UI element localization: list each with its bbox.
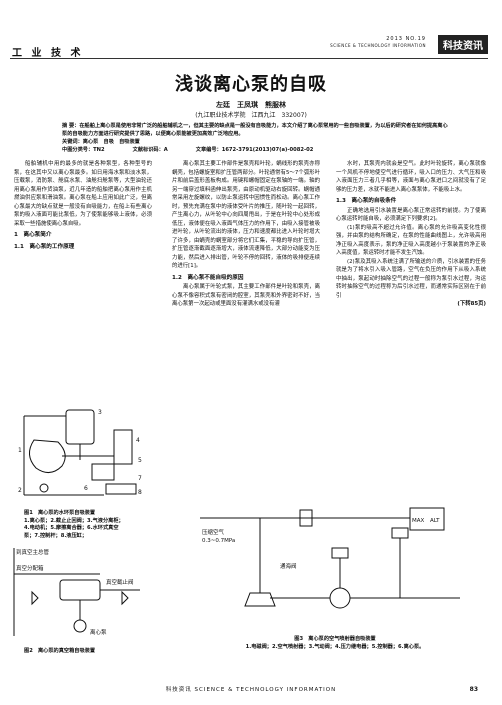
pressure-relay — [391, 527, 409, 539]
hydraulic-cylinder — [105, 483, 137, 495]
fig3-caption-title: 图3 离心泵的空气喷射器自吸装置 — [294, 636, 376, 642]
figure-2-diagram: 到真空主总管 真空分配箱 真空截止阀 离心泵 — [13, 548, 140, 636]
fig1-label-5: 5 — [138, 457, 142, 464]
abstract-text: 摘 要：在船舶上离心泵是使用非常广泛的船舶辅机之一，但其主要的缺点是一般没有自吸… — [62, 123, 448, 137]
controller — [409, 507, 445, 531]
fig2-label-main: 到真空主总管 — [16, 548, 50, 556]
article-number: 文章编号：1672-3791(2013)07(a)-0082-02 — [195, 147, 314, 153]
fig1-label-4: 4 — [136, 437, 140, 444]
fig2-label-valve: 真空截止阀 — [106, 578, 134, 586]
col3-paragraph-2: 正确地选用引水装置是离心泵正常运转的前提。为了使离心泵运转时能自吸，必须满足下列… — [336, 207, 486, 223]
abstract: 摘 要：在船舶上离心泵是使用非常广泛的船舶辅机之一，但其主要的缺点是一般没有自吸… — [62, 122, 450, 146]
continued-note: (下转85页) — [457, 301, 486, 307]
issue-number: 2013 NO.19 — [386, 36, 426, 42]
journal-badge: 科技资讯 — [438, 35, 488, 54]
page-footer: 科技资讯 SCIENCE & TECHNOLOGY INFORMATION — [165, 687, 337, 693]
fig3-label-air: 压缩空气 — [202, 528, 225, 536]
vacuum-tank — [59, 579, 101, 601]
page-number: 83 — [469, 686, 478, 693]
fig3-label-alt: ALT — [430, 518, 440, 524]
fig1-caption-title: 图1 离心泵的水环泵自吸装置 — [24, 510, 96, 516]
figure-1-caption: 图1 离心泵的水环泵自吸装置 1.离心泵；2.截止止回阀；3.气液分离柜； 4.… — [24, 510, 154, 540]
fig1-label-6: 6 — [84, 485, 88, 492]
centrifugal-pump — [329, 587, 351, 609]
figure-3-caption: 图3 离心泵的空气喷射器自吸装置 1.电磁阀；2.空气喷射器；3.气动阀；4.压… — [200, 636, 470, 651]
figure-3-diagram: 压缩空气 0.3~0.7MPa 通海阀 MAX ALT — [200, 507, 460, 609]
fig1-legend-2: 4.电动机；5.摩擦离合器；6.水环式真空 — [24, 525, 119, 531]
fig2-label-pump: 离心泵 — [90, 628, 107, 636]
col3-paragraph-4: (2)泵及其吸入系统注满了所输送的介质，引水装置的任务就是为了将水引入吸入管路，… — [336, 258, 486, 299]
fig1-label-1: 1 — [18, 447, 22, 454]
fig1-legend-1: 1.离心泵；2.截止止回阀；3.气液分离柜； — [24, 517, 124, 524]
fig3-label-pressure: 0.3~0.7MPa — [202, 538, 235, 544]
section-heading-1-1: 1.1 离心泵的工作原理 — [14, 243, 75, 250]
air-ejector — [244, 592, 276, 607]
solenoid-valve — [299, 509, 313, 527]
article-title: 浅谈离心泵的自吸 — [175, 74, 327, 95]
doc-code: 文献标识码：A — [132, 147, 168, 153]
fig2-label-box: 真空分配箱 — [16, 564, 44, 572]
journal-name-en: SCIENCE & TECHNOLOGY INFORMATION — [330, 43, 426, 48]
clc-number: 中图分类号：TN2 — [62, 147, 105, 153]
col2-paragraph-2: 离心泵属于叶轮式泵，其主要工作部件是叶轮和泵壳，离心泵不像容积式泵有密闭的腔室，… — [172, 284, 320, 307]
column-1: 船舶辅机中用的最多的就是各种泵型，各种型号的泵，在这其中又以离心泵最多。如日用海… — [14, 160, 152, 252]
fig1-label-2: 2 — [18, 487, 22, 494]
fig3-label-max: MAX — [412, 518, 425, 524]
fig3-legend: 1.电磁阀；2.空气喷射器；3.气动阀；4.压力继电器；5.控制器；6.离心泵。 — [245, 643, 425, 650]
affiliation: (九江职业技术学院 江西九江 332007) — [195, 112, 307, 119]
vacuum-pump — [91, 463, 115, 481]
fig1-label-7: 7 — [138, 475, 142, 482]
keywords: 关键词：离心泵 自吸 自吸装置 — [62, 139, 140, 145]
section-label: 工 业 技 术 — [12, 48, 84, 59]
column-3: 水时，其泵壳内就会是空气。此时叶轮旋转，离心泵就像一个风机不停地使空气进行循环，… — [336, 160, 486, 309]
figure-1-diagram: 1 2 3 4 5 6 7 8 — [18, 409, 142, 496]
pneumatic-valve — [331, 547, 349, 559]
intro-paragraph: 船舶辅机中用的最多的就是各种泵型，各种型号的泵，在这其中又以离心泵最多。如日用海… — [14, 161, 152, 227]
pump-body — [29, 439, 66, 473]
journal-header: 科技资讯 2013 NO.19 SCIENCE & TECHNOLOGY INF… — [330, 35, 488, 57]
section-heading-1-2: 1.2 离心泵不能自吸的原因 — [172, 274, 244, 281]
col3-paragraph-1: 水时，其泵壳内就会是空气。此时叶轮旋转，离心泵就像一个风机不停地使空气进行循环，… — [336, 161, 486, 193]
article-meta: 中图分类号：TN2 文献标识码：A 文章编号：1672-3791(2013)07… — [62, 146, 462, 153]
centrifugal-pump-symbol — [73, 619, 87, 633]
column-2: 离心泵其主要工作部件是泵壳和叶轮，蜗线形的泵壳亦称蜗壳，包括螺旋室和扩压管两部分… — [172, 160, 320, 309]
header-rule — [10, 58, 488, 59]
section-heading-1: 1 离心泵简介 — [14, 232, 52, 238]
authors: 左廷 王凤琪 熊服林 — [216, 101, 286, 109]
motor — [113, 429, 133, 465]
col3-paragraph-3: (1)泵的吸高不超过允许值。离心泵的允许吸高变化性很强，并由泵的结构所确定，在泵… — [336, 224, 486, 257]
fig3-label-seacock: 通海阀 — [280, 562, 297, 570]
section-heading-1-3: 1.3 离心泵的自吸条件 — [336, 198, 397, 204]
col2-paragraph-1: 离心泵其主要工作部件是泵壳和叶轮，蜗线形的泵壳亦称蜗壳，包括螺旋室和扩压管两部分… — [172, 161, 320, 269]
separator-tank — [65, 409, 95, 445]
fig1-label-8: 8 — [138, 489, 142, 496]
fig1-label-3: 3 — [98, 409, 102, 416]
fig1-legend-3: 泵；7.控制杆；8.液压缸； — [24, 532, 88, 539]
figure-2-caption: 图2 离心泵的真空箱自吸装置 — [24, 648, 96, 654]
